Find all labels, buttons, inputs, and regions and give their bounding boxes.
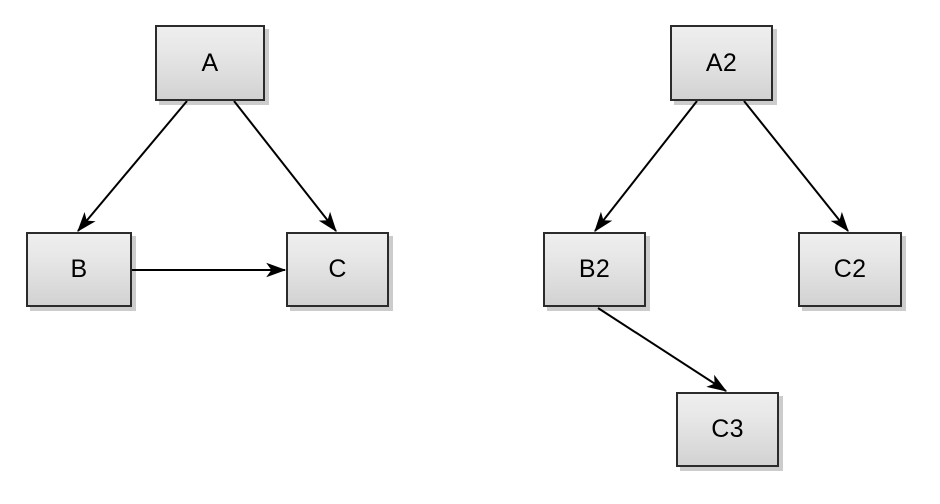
node-c2[interactable]: C2 [798, 232, 902, 307]
node-b2-label: B2 [578, 255, 611, 283]
edge-a-b [77, 100, 188, 232]
edge-a2-b2 [594, 100, 698, 232]
node-a2-label: A2 [705, 48, 738, 77]
node-c3[interactable]: C3 [676, 392, 779, 467]
node-b[interactable]: B [26, 232, 132, 307]
node-a2[interactable]: A2 [670, 25, 773, 101]
node-b2[interactable]: B2 [543, 232, 646, 307]
node-c2-label: C2 [833, 255, 867, 283]
node-b-label: B [70, 255, 88, 283]
node-c3-label: C3 [711, 415, 744, 443]
node-a[interactable]: A [155, 25, 265, 101]
node-a-label: A [201, 48, 219, 77]
edge-b2-c3 [597, 307, 728, 392]
edge-a-c [233, 100, 337, 232]
edge-a2-c2 [743, 100, 849, 232]
node-c[interactable]: C [286, 232, 389, 307]
node-c-label: C [328, 255, 347, 283]
